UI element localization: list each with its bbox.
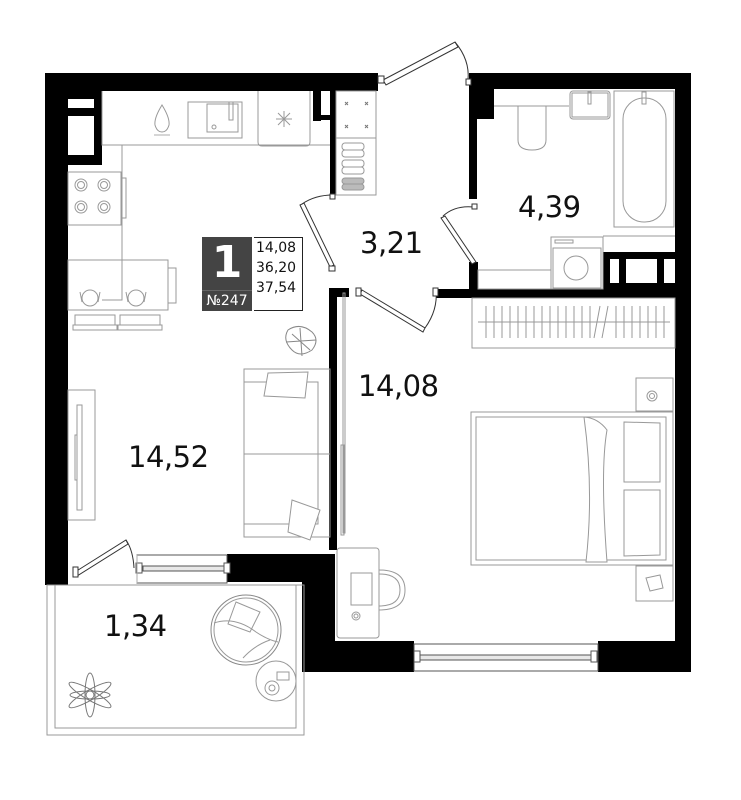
room-area-hallway: 3,21 [360,226,423,260]
toilet-icon [517,106,547,151]
water-drop-icon [154,104,170,133]
stove-icon [67,171,127,226]
doors [72,41,478,578]
rooms-count: 1 [211,237,243,288]
walls [45,73,691,672]
bed-icon [470,411,674,566]
apartment-number: №247 [206,293,248,309]
bathtub-icon [613,90,675,228]
coffee-table-icon [255,660,297,702]
wardrobe-icon [471,297,676,349]
windows [135,554,599,672]
fridge-icon [257,91,311,147]
balcony-door [74,539,129,577]
total-area: 37,54 [256,280,297,296]
nightstand-icon [635,377,674,602]
sink-icon [569,90,611,120]
room-area-kitchen-living: 14,52 [128,440,209,474]
badge-divider [202,290,252,291]
desk-icon [336,547,406,639]
plant-icon [68,672,112,718]
apartment-areas: 14,08 36,20 37,54 [254,237,303,311]
plant-icon [285,326,317,357]
sink-icon [187,101,243,139]
room-area-balcony: 1,34 [104,609,167,643]
entrance-door [382,41,459,86]
washing-machine-icon [550,236,604,290]
kitchen-door [299,202,335,268]
room-area-bathroom: 4,39 [518,190,581,224]
shoe-rack-icon [335,90,377,196]
bedroom-door [359,289,426,333]
armchair-icon [210,594,282,666]
bathroom-furniture [477,90,675,290]
tv-stand-icon [67,389,96,521]
apartment-info-badge: 1 №247 14,08 36,20 37,54 [202,237,303,311]
sofa-icon [243,368,331,541]
apartment-type-box: 1 №247 [202,237,252,311]
area-without-balcony: 36,20 [256,260,297,276]
kitchen-furniture [67,90,377,357]
bedroom-furniture [336,292,676,639]
room-area-bedroom: 14,08 [358,369,439,403]
living-furniture [67,368,345,541]
bathroom-door [440,215,477,265]
balcony [46,584,305,736]
table-icon [67,259,177,331]
living-area: 14,08 [256,240,297,256]
